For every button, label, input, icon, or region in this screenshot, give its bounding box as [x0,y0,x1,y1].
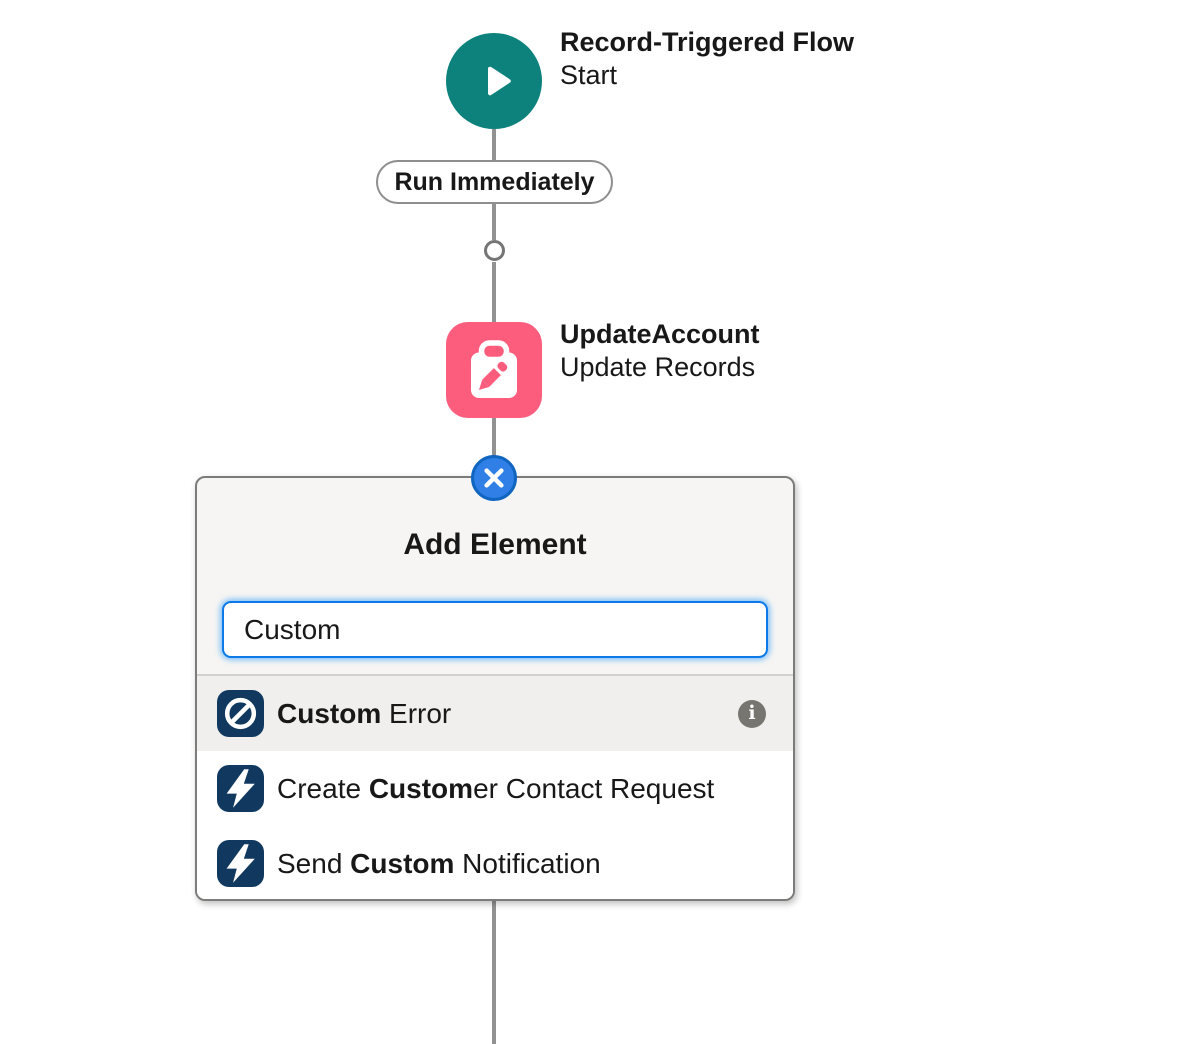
close-button[interactable] [471,455,517,501]
result-item-send-custom-notification[interactable]: Send Custom Notification [197,826,793,899]
start-node[interactable] [446,33,542,129]
start-node-label: Record-Triggered Flow Start [560,26,854,92]
run-immediately-label: Run Immediately [394,167,595,196]
lightning-icon [217,840,264,887]
result-item-label: Send Custom Notification [277,847,601,879]
ban-icon [217,690,264,737]
run-immediately-pill[interactable]: Run Immediately [376,160,613,204]
play-icon [469,59,519,103]
result-item-custom-error[interactable]: Custom Error i [197,676,793,751]
connector-circle-node[interactable] [484,240,505,261]
update-records-icon [446,322,542,418]
result-item-label: Custom Error [277,697,452,729]
start-node-title: Record-Triggered Flow [560,27,855,57]
info-icon[interactable]: i [738,699,766,728]
update-node-title: UpdateAccount [560,319,760,349]
update-records-node[interactable] [446,322,542,418]
close-icon [474,458,514,498]
connector-line [492,262,496,322]
connector-line [492,418,496,458]
result-item-label: Create Customer Contact Request [277,772,715,804]
result-item-create-customer-contact-request[interactable]: Create Customer Contact Request [197,751,793,826]
add-element-popup: Add Element Custom Error i [195,476,795,901]
update-node-subtitle: Update Records [560,352,756,382]
update-node-label: UpdateAccount Update Records [560,318,760,384]
element-search-input[interactable] [222,601,768,658]
connector-line [492,129,496,161]
start-node-subtitle: Start [560,60,618,90]
connector-line [492,204,496,240]
connector-line [492,901,496,1044]
lightning-icon [217,765,264,812]
popup-title: Add Element [403,528,587,561]
search-results-list: Custom Error i Create Customer Contact R… [197,674,793,899]
